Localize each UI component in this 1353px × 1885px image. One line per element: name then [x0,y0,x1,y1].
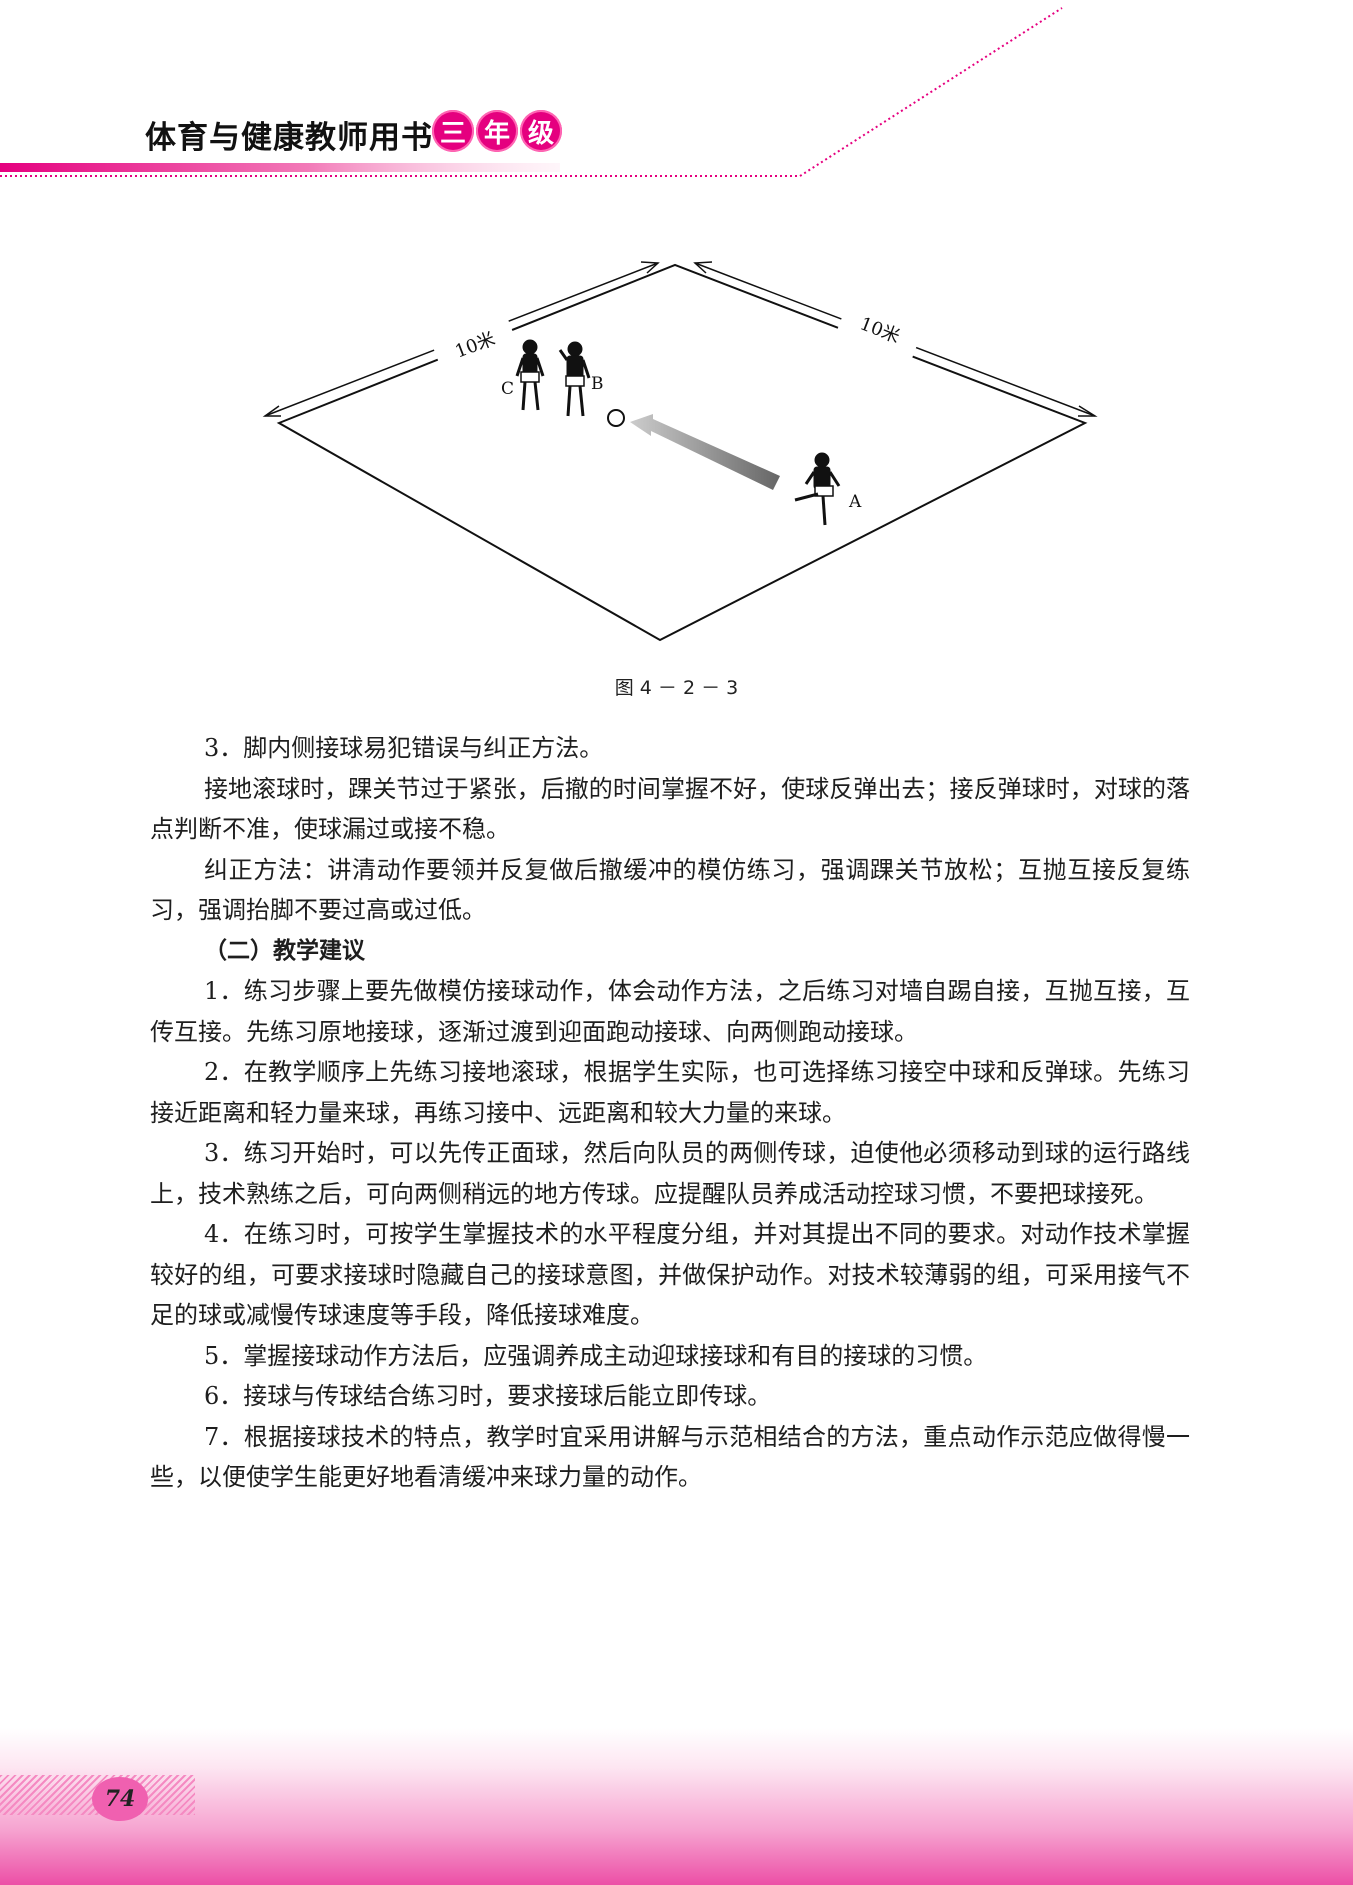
section-heading: （二）教学建议 [204,937,365,964]
paragraph: 6．接球与传球结合练习时，要求接球后能立即传球。 [204,1382,772,1410]
paragraph: 3．脚内侧接球易犯错误与纠正方法。 [204,734,604,762]
grade-char: 年 [476,110,518,152]
field-diagram: 10米 10米 C B A [262,261,1098,642]
player-label-b: B [591,374,604,394]
player-label-a: A [848,492,862,512]
figure-caption: 图 4 － 2 － 3 [614,677,739,699]
paragraph: 1．练习步骤上要先做模仿接球动作，体会动作方法，之后练习对墙自踢自接，互抛互接，… [150,977,1190,1046]
paragraph: 4．在练习时，可按学生掌握技术的水平程度分组，并对其提出不同的要求。对动作技术掌… [150,1220,1190,1329]
page-footer: 74 [0,1728,1353,1885]
page-header: 体育与健康教师用书 三 年 级 [0,0,1353,190]
page-number-badge: 74 [92,1777,148,1821]
paragraph: 3．练习开始时，可以先传正面球，然后向队员的两侧传球，迫使他必须移动到球的运行路… [150,1139,1190,1208]
ball [607,409,625,427]
player-b [558,341,591,417]
book-title: 体育与健康教师用书 [145,120,433,156]
grade-char: 级 [520,110,562,152]
paragraph: 纠正方法：讲清动作要领并反复做后撤缓冲的模仿练习，强调踝关节放松；互抛互接反复练… [150,855,1190,925]
field-outline [276,263,1088,642]
page-number: 74 [104,1786,136,1812]
player-c [515,339,545,411]
paragraph: 2．在教学顺序上先练习接地滚球，根据学生实际，也可选择练习接空中球和反弹球。先练… [150,1058,1190,1127]
grade-badge: 三 年 级 [432,110,562,152]
header-decoration [0,7,1063,177]
footer-gradient [0,1728,1353,1885]
ball-trajectory-arrow [630,414,780,490]
player-a [794,452,841,526]
paragraph: 7．根据接球技术的特点，教学时宜采用讲解与示范相结合的方法，重点动作示范应做得慢… [150,1422,1190,1492]
paragraph: 接地滚球时，踝关节过于紧张，后撤的时间掌握不好，使球反弹出去；接反弹球时，对球的… [150,774,1190,844]
player-label-c: C [501,379,514,399]
grade-char: 三 [432,110,474,152]
paragraph: 5．掌握接球动作方法后，应强调养成主动迎球接球和有目的接球的习惯。 [204,1341,988,1370]
body-text: 3．脚内侧接球易犯错误与纠正方法。 接地滚球时，踝关节过于紧张，后撤的时间掌握不… [150,728,1190,1498]
